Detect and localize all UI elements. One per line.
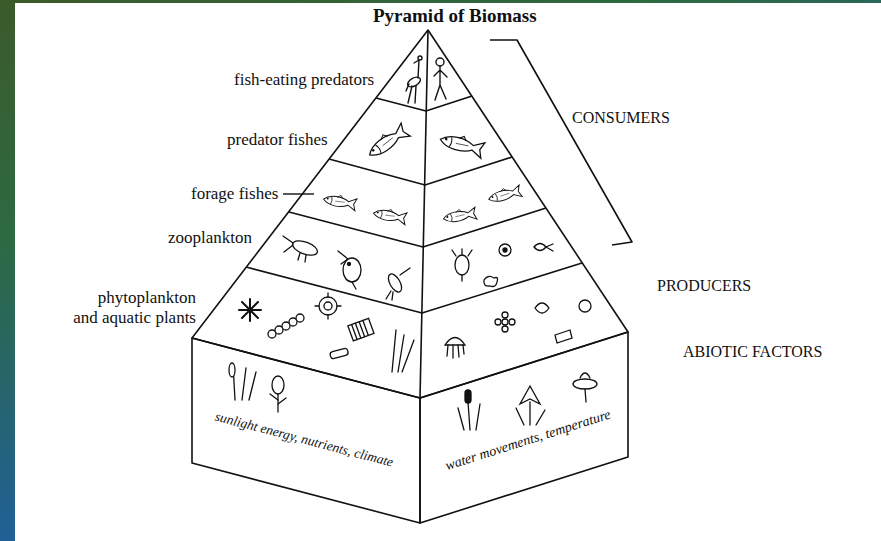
zooplankton-amoeba bbox=[484, 276, 498, 286]
trophic-level-label: zooplankton bbox=[168, 228, 252, 248]
face-polygon bbox=[420, 332, 628, 523]
pyramid-front-edge bbox=[420, 30, 428, 398]
predator-fish bbox=[438, 131, 485, 159]
tier-boundary bbox=[376, 96, 472, 111]
plankton-flower bbox=[495, 312, 515, 332]
leader-line bbox=[283, 193, 314, 194]
face-polygon bbox=[192, 338, 420, 523]
tier-boundary bbox=[289, 208, 546, 247]
filament-mat bbox=[348, 318, 374, 341]
tier-boundary bbox=[329, 157, 512, 185]
zooplankton-cell bbox=[499, 244, 511, 256]
plankton-cell bbox=[579, 300, 591, 312]
arrowhead-plant bbox=[516, 386, 545, 425]
phytoplankton-chain bbox=[268, 314, 304, 338]
phytoplankton-star bbox=[239, 299, 261, 321]
group-label: PRODUCERS bbox=[657, 277, 751, 295]
group-label: ABIOTIC FACTORS bbox=[683, 343, 822, 361]
trophic-level-label: predator fishes bbox=[227, 130, 328, 150]
algae-bar bbox=[330, 348, 349, 359]
zooplankton-rotifer bbox=[452, 249, 472, 281]
face-text: sunlight energy, nutrients, climate bbox=[213, 410, 394, 471]
cattail-plant bbox=[458, 390, 480, 430]
zooplankton-cell bbox=[503, 248, 507, 252]
face-text: water movements, temperature bbox=[443, 407, 612, 474]
zooplankton-shrimp bbox=[283, 236, 319, 262]
abiotic-base-face: water movements, temperature bbox=[420, 332, 628, 523]
plankton-cell bbox=[535, 303, 549, 313]
diagram-title: Pyramid of Biomass bbox=[373, 5, 537, 27]
trophic-level-label: fish-eating predators bbox=[234, 70, 374, 90]
face-outline bbox=[190, 336, 422, 525]
medusa-plankton bbox=[445, 338, 465, 359]
pyramid-outline bbox=[192, 30, 628, 398]
forage-fish bbox=[372, 207, 407, 225]
aquatic-plant bbox=[229, 363, 256, 400]
forage-fish bbox=[487, 184, 522, 205]
abiotic-base-face: sunlight energy, nutrients, climate bbox=[192, 338, 420, 523]
aquatic-plant bbox=[270, 376, 286, 412]
trophic-level-label: phytoplankton and aquatic plants bbox=[71, 288, 196, 327]
consumers-bracket bbox=[490, 40, 632, 245]
forage-fish bbox=[442, 207, 477, 225]
zooplankton-larva bbox=[534, 244, 553, 252]
zooplankton-copepod bbox=[386, 268, 410, 300]
diatom-disc bbox=[315, 293, 341, 319]
face-outline bbox=[418, 330, 630, 525]
reed-sketch bbox=[392, 330, 414, 372]
zooplankton-daphnia bbox=[338, 251, 361, 289]
group-label: CONSUMERS bbox=[572, 109, 670, 127]
plankton-cell bbox=[555, 330, 572, 343]
forage-fish bbox=[322, 193, 357, 211]
lily-plant bbox=[573, 373, 597, 402]
predator-fish bbox=[365, 122, 411, 161]
human-figure bbox=[434, 58, 447, 100]
tier-boundary bbox=[246, 263, 582, 313]
trophic-level-label: forage fishes bbox=[191, 184, 278, 204]
heron-figure bbox=[406, 56, 422, 103]
